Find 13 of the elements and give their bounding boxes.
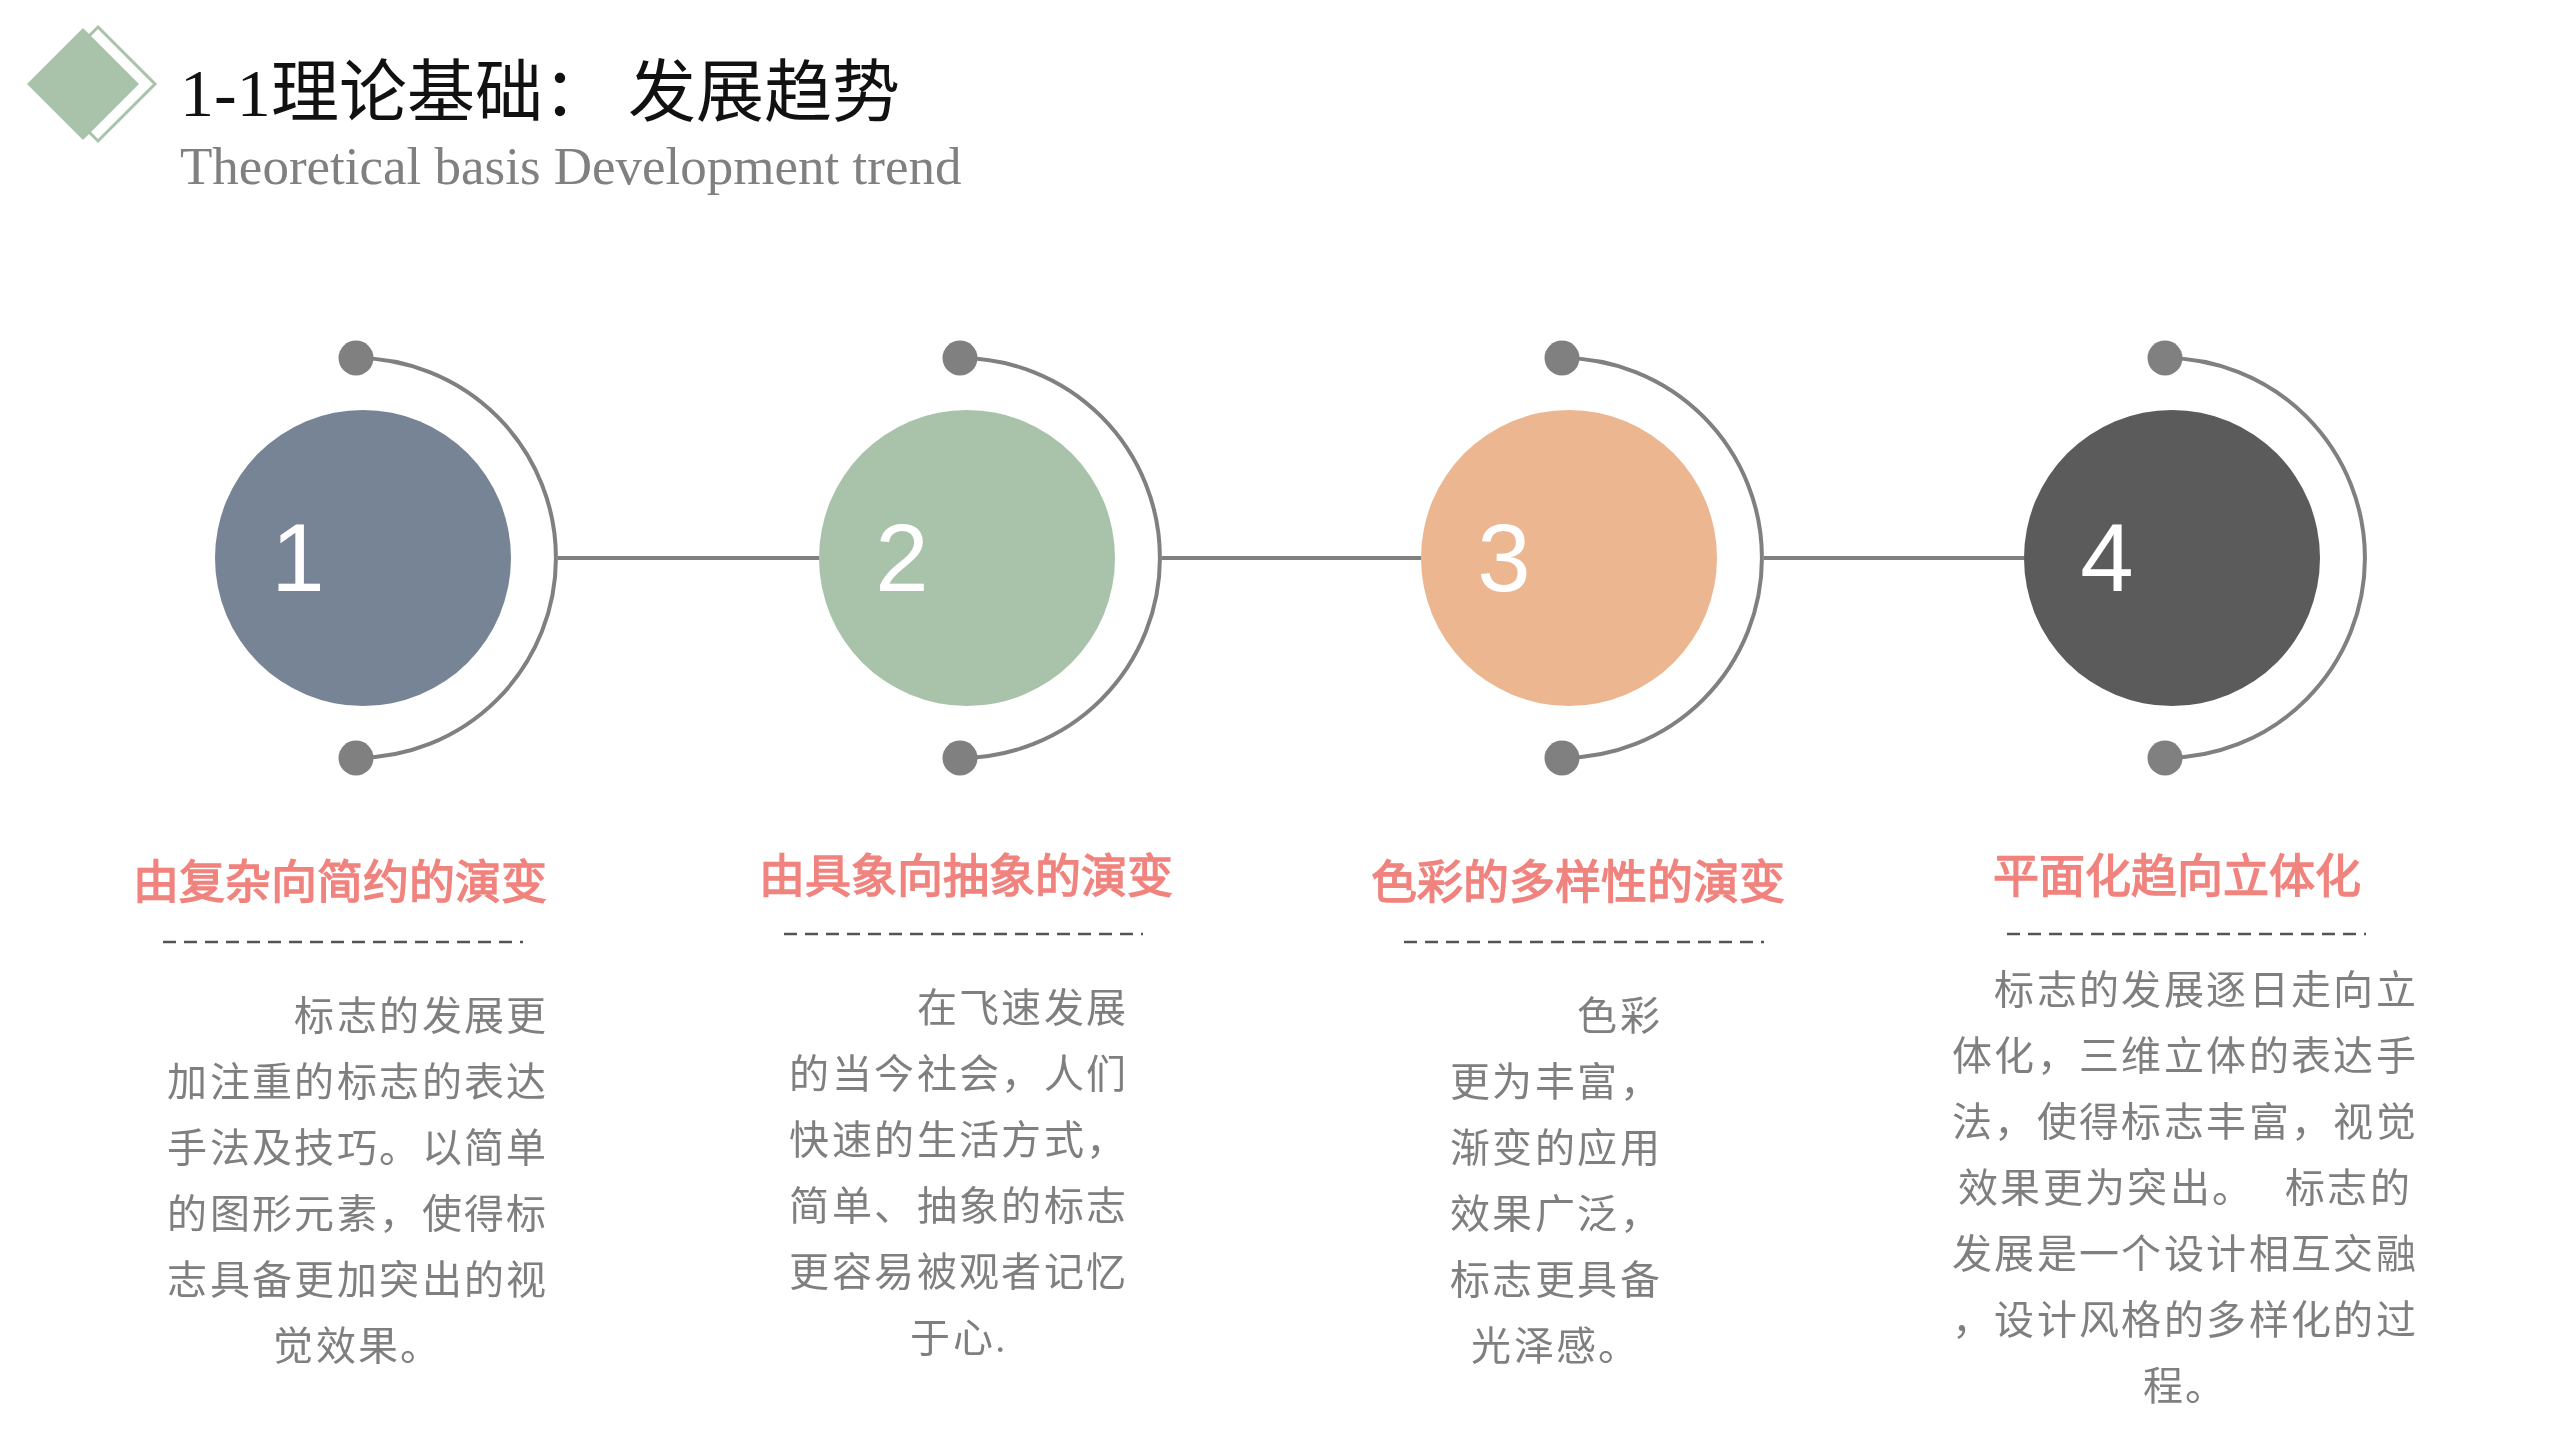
description-text: 色彩更为丰富，渐变的应用效果广泛，标志更具备光泽感。 (1449, 993, 1663, 1371)
step-heading: 平面化趋向立体化 (1993, 849, 2361, 905)
slide-title: 1-1理论基础： 发展趋势 (180, 59, 900, 127)
step-heading: 色彩的多样性的演变 (1371, 855, 1785, 911)
description-text: 标志的发展更加注重的标志的表达手法及技巧。以简单的图形元素，使得标志具备更加突出的视觉效果。 (166, 993, 550, 1371)
description-text: 在飞速发展的当今社会，人们快速的生活方式，简单、抽象的标志更容易被观者记忆于心. (788, 985, 1130, 1363)
step-heading: 由复杂向简约的演变 (133, 855, 547, 911)
connector-line (1162, 556, 1421, 560)
connector-line (1764, 556, 2024, 560)
step-heading: 由具象向抽象的演变 (759, 849, 1173, 905)
connector-line (558, 556, 819, 560)
subtitle: Theoretical basis Development trend (180, 140, 962, 193)
description-text: 标志的发展逐日走向立体化，三维立体的表达手法，使得标志丰富，视觉效果更为突出。 标志的发展是一个设计相互交融，设计风格的多样化的过程。 (1950, 967, 2420, 1411)
